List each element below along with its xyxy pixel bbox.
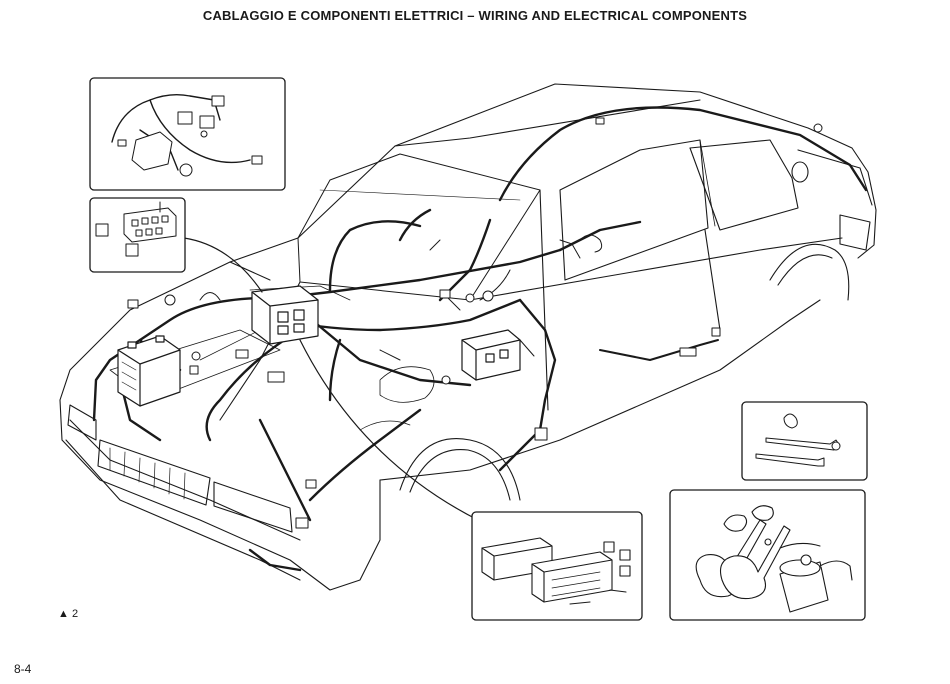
detail-relays-callout (89, 197, 186, 273)
page-number: 8-4 (14, 662, 32, 676)
control-unit (461, 329, 521, 381)
battery (117, 335, 181, 407)
figure-reference: ▲ 2 (58, 608, 79, 620)
connectors (127, 117, 823, 529)
detail-cable-ties-callout (741, 401, 868, 481)
fuse-box (251, 285, 319, 345)
car-body-outline (59, 83, 877, 591)
callout-leaders (183, 237, 479, 521)
detail-horns-callout (669, 489, 866, 621)
page-title: CABLAGGIO E COMPONENTI ELETTRICI – WIRIN… (202, 8, 748, 23)
detail-harness-callout (89, 77, 286, 191)
detail-fuse-holders-callout (471, 511, 643, 621)
